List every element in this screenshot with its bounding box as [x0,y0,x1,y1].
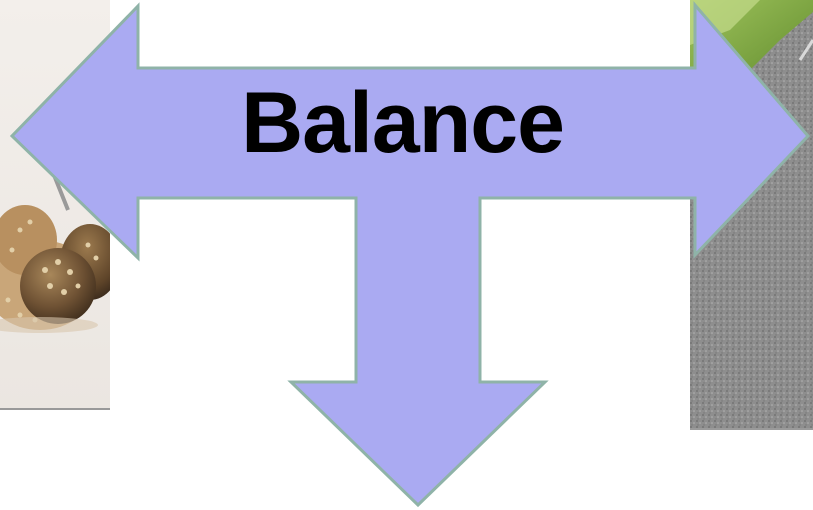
balance-title: Balance [200,68,605,178]
